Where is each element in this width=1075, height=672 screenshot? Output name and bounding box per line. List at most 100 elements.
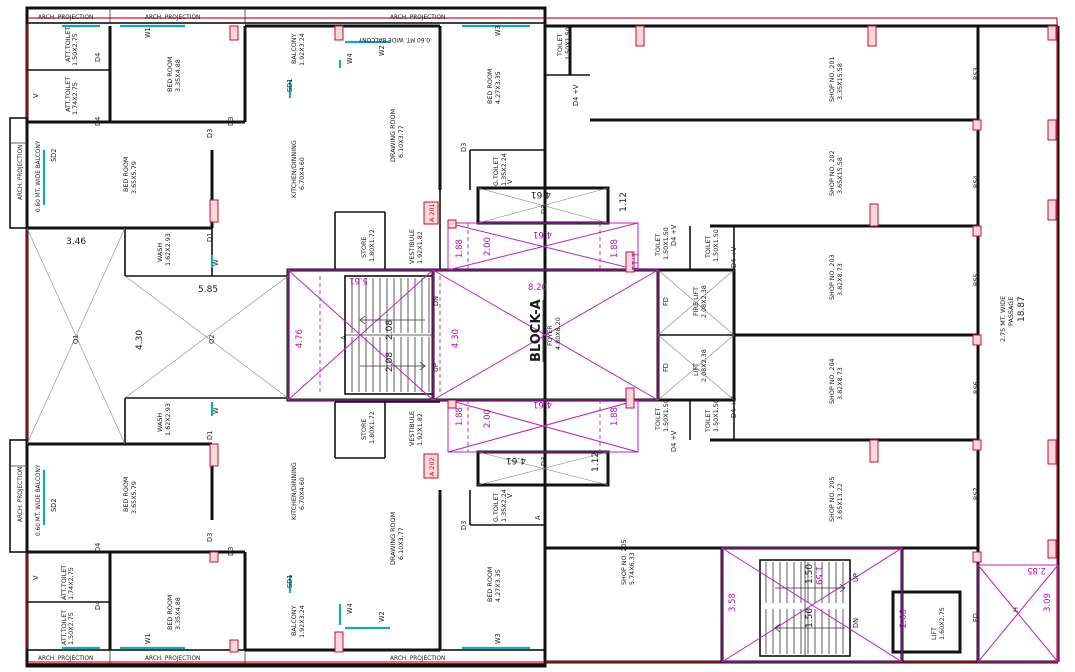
arch-projection-label: ARCH. PROJECTION [38,656,93,662]
shop-name: SHOP NO. 204 [828,358,836,404]
column-marker [869,203,879,227]
dim-label: 1.88 [455,239,465,258]
att-toilet-size: 1.74X2.75 [67,567,75,600]
balcony-size: 1.92X3.24 [298,33,306,66]
column-marker [209,199,219,223]
vent-code: V [32,93,40,98]
window-code: W [212,407,220,414]
sliding-door-code: SD2 [50,149,58,162]
att-toilet-size: 1.74X2.75 [71,82,79,115]
shop-code: RS6 [972,381,980,394]
wash-size: 1.62X2.93 [164,403,172,436]
balcony-size: 1.92X3.24 [298,605,306,638]
vestibule-size: 1.92X1.82 [416,231,424,264]
passage-line1: 2.75 MT. WIDE [999,296,1007,342]
shop-walls [543,26,980,662]
window-code: W4 [346,603,354,614]
shop-name: SHOP NO. 202 [828,150,836,196]
bed-room-name: BED ROOM [122,477,130,512]
column-marker [972,439,982,451]
window-code: W2 [378,45,386,56]
sliding-door-code: SD1 [286,575,294,588]
vent-code: V [506,493,514,498]
dim-label: 1.50 [805,608,815,628]
bed-room-name: BED ROOM [166,595,174,630]
lift-name: LIFT [930,627,938,640]
dim-label: 3.58 [728,593,738,612]
column-marker [625,387,635,409]
axis-code: A [534,515,542,520]
labels: ARCH. PROJECTION ARCH. PROJECTION ARCH. … [18,15,1053,662]
bed-room-size: 3.35X4.88 [174,597,182,630]
bed-room-size: 4.27X3.35 [494,71,502,104]
window-code: W4 [346,53,354,64]
block-label: BLOCK-A [529,299,544,362]
toilet-name: TOILET [704,236,712,259]
opening-code: H [1012,607,1020,612]
dim-label: 1.59 [813,566,823,585]
wash-name: WASH [156,243,164,262]
sliding-door-code: SD2 [50,499,58,512]
column-marker [209,443,219,467]
dim-label: 2.00 [483,237,493,256]
arch-projection-bands [9,7,546,665]
dim-label: 4.61 [533,229,552,239]
opening-code: O2 [208,335,216,344]
column-marker [867,25,877,47]
att-toilet-name: ATT.TOILET [60,610,68,645]
door-code: D1 [206,233,214,242]
column-marker [635,25,645,47]
balcony-060-label: 0.60 MT. WIDE BALCONY [36,140,42,212]
arch-projection-label: ARCH. PROJECTION [18,145,24,200]
bed-room-name: BED ROOM [122,157,130,192]
kitchen-size: 6.70X4.60 [298,157,306,190]
shop-size: 3.65X13.22 [836,483,844,520]
bed-room-name: BED ROOM [486,567,494,602]
fire-door-code: FD [972,613,980,622]
shop-name: SHOP NO. 205 [620,539,628,585]
kitchen-size: 6.70X4.60 [298,477,306,510]
door-code: D3 [460,143,468,152]
shop-name: SHOP NO. 203 [828,254,836,300]
lower-stair-block [720,546,1059,664]
unit-label-a202: A 202 [428,457,436,476]
door-code: D4 [94,543,102,552]
drawing-room-size: 6.10X3.77 [397,527,405,560]
shop-size: 3.82X8.73 [836,263,844,296]
dim-label: 4.30 [135,330,145,350]
dim-label: 1.50 [805,564,815,584]
balcony-060-label: 0.60 MT. WIDE BALCONY [358,36,430,42]
door-code: D4 +V [670,224,678,246]
balcony-name: BALCONY [290,33,298,64]
foyer-size: 4.80X8.20 [554,317,562,350]
door-code: D4 +V [730,246,738,268]
shop-code: RS5 [972,273,980,286]
toilet-size: 1.50X1.50 [662,399,670,432]
door-code: D4 [94,117,102,126]
stair-down-label: DN [432,296,440,306]
column-markers [209,25,1057,653]
column-marker [447,399,457,409]
kitchen-name: KITCHEN/DINNING [290,462,298,520]
lift-size: 1.60X2.75 [938,607,946,640]
g-toilet-size: 1.35X2.24 [500,153,508,186]
stair-down-label: DN [852,618,860,628]
door-code: D3 [227,117,235,126]
shop-code: RS7 [972,487,980,500]
column-marker [869,439,879,463]
column-marker [972,551,982,563]
window-code: W2 [378,611,386,622]
windows [42,24,530,650]
shop-code: RS3 [972,67,980,80]
vestibule-name: VESTIBULE [408,229,416,264]
dim-label: 1.88 [610,239,620,258]
dim-label: 4.61 [506,455,526,465]
door-code: D4 +V [670,430,678,452]
dim-label: 1.11 [629,252,639,271]
passage-line2: PASSAGE [1007,297,1015,326]
wash-name: WASH [156,413,164,432]
column-marker [447,219,457,229]
dim-label: 2.08 [385,320,395,340]
column-marker [1047,119,1057,141]
